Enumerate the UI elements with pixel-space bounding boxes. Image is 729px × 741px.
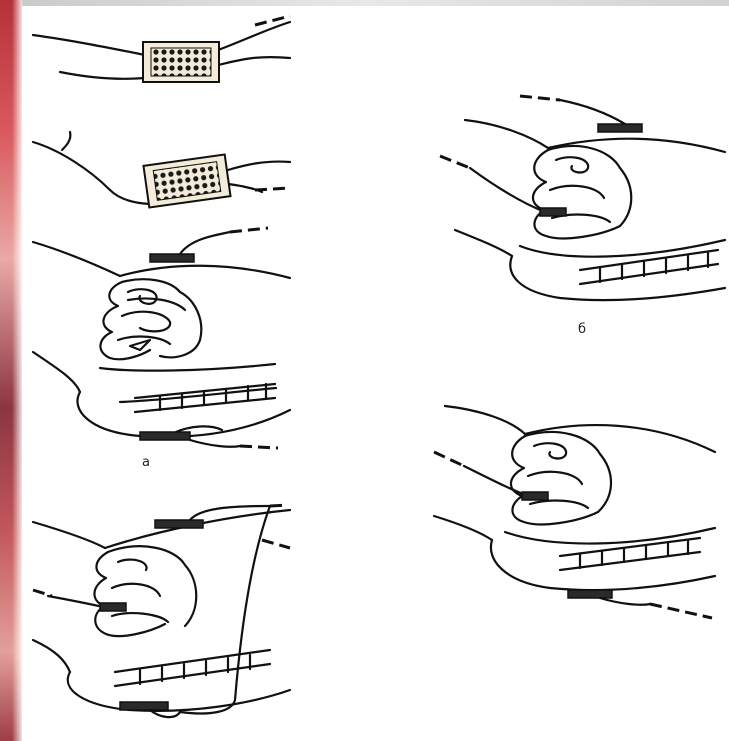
limb-with-mesh-electrode-1 (33, 16, 290, 82)
limb-with-mesh-electrode-2 (33, 132, 290, 208)
electrode-plate-top (598, 124, 642, 132)
electrode-plate-bottom (120, 702, 168, 710)
figure-a-bowel-two-electrodes (33, 228, 290, 448)
figure-label-a: а (142, 455, 150, 470)
intraluminal-electrode (100, 603, 126, 611)
figure-b-bowel-probe (440, 96, 725, 300)
figure-b2-bowel-probe (434, 406, 715, 618)
electrode-plate-bottom (568, 590, 612, 598)
electrode-plate-top (150, 254, 194, 262)
electrode-plate-bottom (140, 432, 190, 440)
intraluminal-electrode (522, 492, 548, 500)
electrode-plate-top (155, 520, 203, 528)
intraluminal-electrode (540, 208, 566, 216)
figure-a2-bowel-probe (33, 505, 290, 717)
figure-label-b: б (578, 322, 586, 337)
